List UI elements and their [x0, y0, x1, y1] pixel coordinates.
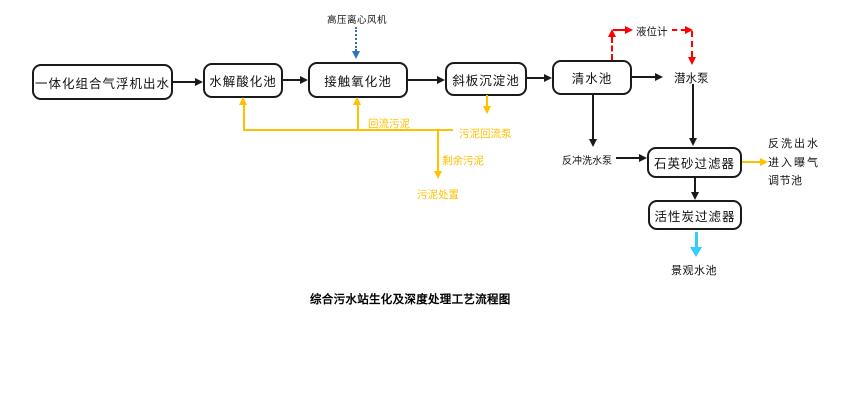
flow-arrowhead-submersible-pump	[655, 73, 663, 81]
label-excess-sludge: 剩余污泥	[442, 155, 484, 167]
backwash-out-arrowhead	[760, 158, 768, 166]
flow-arrowhead-settler	[437, 76, 445, 84]
gauge-arrowhead-corner	[685, 26, 693, 34]
flow-line-clearwater-backwashpump	[592, 95, 594, 139]
label-landscape-pool: 景观水池	[671, 265, 717, 277]
flow-line-clearwater-pump	[632, 76, 655, 78]
gauge-arrowhead-up	[608, 29, 616, 37]
flow-arrowhead-carbon	[691, 192, 699, 200]
outflow-line-landscape	[695, 232, 698, 248]
sludge-line-excess-down	[437, 131, 439, 171]
node-hydrolysis-tank: 水解酸化池	[203, 63, 283, 98]
flow-arrowhead-hydrolysis	[195, 78, 203, 86]
sludge-arrowhead-return-pump	[483, 106, 491, 114]
label-return-sludge: 回流污泥	[368, 118, 410, 130]
flow-line-pump-quartz	[692, 84, 694, 138]
label-backwash-note-line3: 调节池	[768, 175, 803, 187]
node-clear-water-tank: 清水池	[552, 60, 632, 95]
flow-line-backwashpump-quartz	[616, 157, 639, 159]
node-contact-oxidation-tank: 接触氧化池	[308, 62, 408, 98]
flow-line-flotation-hydrolysis	[173, 81, 195, 83]
node-inclined-plate-settler: 斜板沉淀池	[445, 62, 527, 96]
label-backwash-note-line2: 进入曝气	[768, 156, 820, 169]
label-hp-centrifugal-fan: 高压离心风机	[327, 15, 388, 26]
label-backwash-note: 反洗出水 进入曝气 调节池	[768, 135, 820, 191]
flow-line-settler-clearwater	[527, 77, 544, 79]
gauge-arrowhead-label	[625, 26, 633, 34]
flow-arrowhead-backwash-pump	[589, 139, 597, 147]
label-submersible-pump: 潜水泵	[674, 73, 709, 85]
sludge-return-horizontal-line	[243, 129, 453, 131]
label-sludge-disposal: 污泥处置	[417, 189, 459, 201]
flow-arrowhead-oxidation	[300, 76, 308, 84]
gauge-arrowhead-pump	[688, 57, 696, 65]
gauge-line-from-label	[672, 29, 686, 31]
node-quartz-sand-filter: 石英砂过滤器	[647, 147, 742, 178]
fan-air-line	[355, 27, 357, 51]
flow-arrowhead-quartz-top	[689, 138, 697, 146]
gauge-line-to-label	[613, 29, 625, 31]
label-sludge-return-pump: 污泥回流泵	[459, 128, 512, 140]
sludge-line-up-hydrolysis	[243, 105, 245, 131]
flow-line-quartz-carbon	[694, 178, 696, 192]
outflow-arrowhead-landscape	[690, 247, 702, 257]
sludge-arrowhead-oxidation	[353, 97, 361, 105]
sludge-line-up-oxidation	[357, 105, 359, 131]
label-level-gauge: 液位计	[636, 26, 668, 38]
flow-arrowhead-clearwater	[544, 74, 552, 82]
sludge-line-settler-down	[486, 95, 488, 106]
flow-line-oxidation-settler	[408, 79, 437, 81]
diagram-title: 综合污水站生化及深度处理工艺流程图	[310, 294, 511, 306]
label-backwash-pump: 反冲洗水泵	[562, 156, 612, 167]
sludge-arrowhead-disposal	[434, 171, 442, 179]
node-flotation-outlet: 一体化组合气浮机出水	[32, 64, 173, 100]
backwash-out-line	[742, 161, 760, 163]
gauge-line-to-pump	[691, 31, 693, 57]
sludge-arrowhead-hydrolysis	[239, 97, 247, 105]
gauge-line-clearwater-up	[611, 37, 613, 60]
flow-arrowhead-quartz-left	[639, 154, 647, 162]
flow-line-hydrolysis-oxidation	[283, 79, 300, 81]
fan-air-arrowhead	[352, 51, 360, 59]
label-backwash-note-line1: 反洗出水	[768, 138, 820, 150]
node-activated-carbon-filter: 活性炭过滤器	[648, 200, 742, 230]
